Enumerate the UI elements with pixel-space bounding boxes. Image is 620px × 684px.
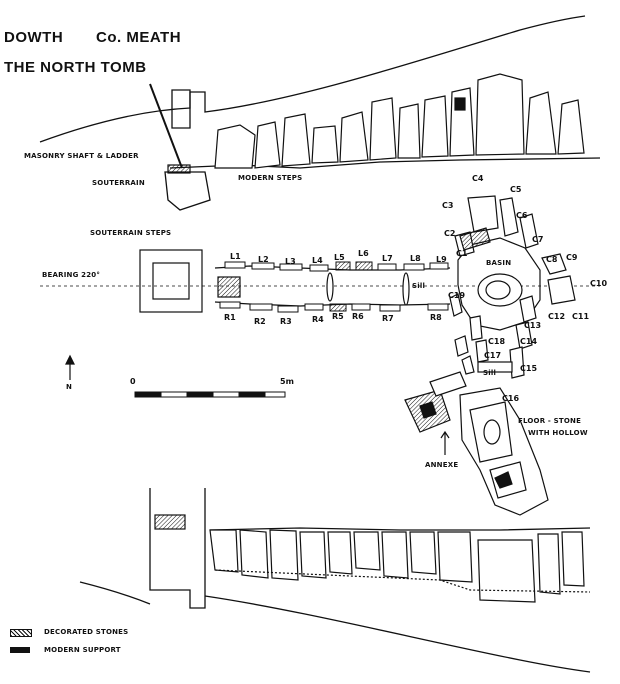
stone-label-c7: C7	[532, 235, 544, 244]
stone-label-l2: L2	[258, 255, 269, 264]
floor-stone-with-hollow	[469, 401, 513, 463]
label-annexe: ANNEXE	[425, 461, 459, 469]
step-block	[217, 276, 241, 298]
shaft-plan	[139, 249, 203, 313]
stone-label-r3: R3	[280, 317, 292, 326]
shaft-outline-lower	[149, 488, 206, 609]
stone-label-l1: L1	[230, 252, 241, 261]
decorated-stone-lower	[154, 514, 186, 530]
lower-elevation	[79, 488, 591, 673]
stone-label-l5: L5	[334, 253, 345, 262]
stone-label-c18: C18	[488, 337, 506, 346]
stone-label-c15: C15	[520, 364, 538, 373]
stone-label-l6: L6	[358, 249, 369, 258]
stone-label-c1: C1	[456, 249, 468, 258]
chamber-sill	[477, 361, 513, 373]
north-arrow	[65, 354, 75, 380]
shaft-ladder	[149, 83, 183, 169]
stone-label-r7: R7	[382, 314, 394, 323]
label-bearing: BEARING 220°	[42, 271, 101, 279]
mound-profile-lower	[79, 581, 591, 673]
legend-swatch-decorated	[10, 629, 32, 637]
modern-support-upper	[454, 97, 466, 111]
souterrain-profile	[164, 171, 211, 211]
label-sill: Sill	[412, 282, 426, 290]
stone-label-c16: C16	[502, 394, 520, 403]
stone-label-c10: C10	[590, 279, 608, 288]
label-floor-stone: FLOOR - STONE	[518, 417, 582, 425]
stone-label-l4: L4	[312, 256, 323, 265]
stone-label-l3: L3	[285, 257, 296, 266]
sill-2	[402, 272, 410, 306]
label-masonry-shaft: MASONRY SHAFT & LADDER	[24, 152, 139, 160]
legend-swatch-modern-support	[10, 647, 30, 653]
basin-hollow	[485, 280, 511, 300]
title-county: Co. MEATH	[96, 29, 182, 46]
stone-label-c4: C4	[472, 174, 484, 183]
stone-label-c14: C14	[520, 337, 538, 346]
label-souterrain: SOUTERRAIN	[92, 179, 145, 187]
scale-bar	[134, 391, 286, 398]
label-basin: BASIN	[486, 259, 512, 267]
stone-label-r6: R6	[352, 312, 364, 321]
annexe-plan	[404, 371, 549, 516]
stone-label-r8: R8	[430, 313, 442, 322]
label-modern-steps: MODERN STEPS	[238, 174, 303, 182]
stone-label-c13: C13	[524, 321, 542, 330]
stone-label-l8: L8	[410, 254, 421, 263]
stone-label-c11: C11	[572, 312, 590, 321]
legend-label-decorated: DECORATED STONES	[44, 628, 129, 636]
stone-label-c3: C3	[442, 201, 454, 210]
basin-stone	[477, 273, 523, 307]
lower-stones	[154, 514, 591, 603]
stone-label-l7: L7	[382, 254, 393, 263]
sill-1	[326, 272, 334, 302]
passage-stones	[219, 261, 449, 313]
stone-label-r1: R1	[224, 313, 236, 322]
stone-label-c2: C2	[444, 229, 456, 238]
stone-label-c8: C8	[546, 255, 558, 264]
stone-label-r4: R4	[312, 315, 324, 324]
stone-label-c9: C9	[566, 253, 578, 262]
stone-label-c6: C6	[516, 211, 528, 220]
scale-label-start: 0	[130, 377, 136, 386]
shaft-plan-inner	[152, 262, 190, 300]
stone-label-c17: C17	[484, 351, 502, 360]
upper-stones	[167, 73, 585, 174]
stone-label-c12: C12	[548, 312, 566, 321]
passage-wall-right	[214, 301, 451, 307]
stone-label-r5: R5	[332, 312, 344, 321]
label-with-hollow: WITH HOLLOW	[528, 429, 588, 437]
label-north: N	[66, 383, 73, 391]
mound-profile-upper	[39, 15, 586, 143]
stone-label-l9: L9	[436, 255, 447, 264]
shaft-outline-upper	[171, 89, 191, 129]
title-tomb: THE NORTH TOMB	[4, 59, 147, 76]
scale-label-end: 5m	[280, 377, 294, 386]
legend-label-modern-support: MODERN SUPPORT	[44, 646, 121, 654]
floor-stone-hollow	[483, 419, 501, 445]
label-sill-chamber: Sill	[483, 369, 497, 377]
label-souterrain-steps: SOUTERRAIN STEPS	[90, 229, 172, 237]
lower-baseline	[209, 527, 591, 531]
decorated-stone-upper	[167, 164, 191, 174]
annexe-arrow	[440, 430, 450, 455]
stone-label-c19: C19	[448, 291, 466, 300]
title-place: DOWTH	[4, 29, 64, 46]
stone-label-r2: R2	[254, 317, 266, 326]
chamber-plan	[449, 195, 576, 379]
annexe-outline	[459, 387, 549, 516]
stone-label-c5: C5	[510, 185, 522, 194]
